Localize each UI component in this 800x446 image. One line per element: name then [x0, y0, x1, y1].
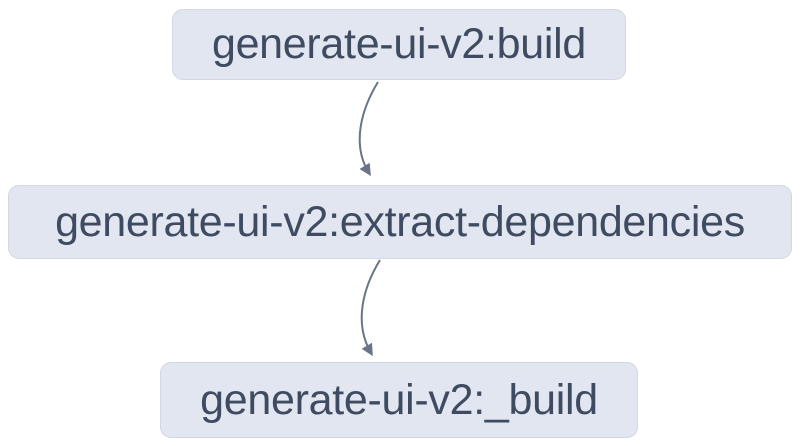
node-generate-ui-v2-underscore-build: generate-ui-v2:_build — [160, 362, 638, 438]
node-label: generate-ui-v2:_build — [200, 375, 598, 424]
edge-build-to-extract-dependencies — [358, 81, 379, 177]
node-label: generate-ui-v2:build — [211, 20, 587, 68]
node-generate-ui-v2-build: generate-ui-v2:build — [172, 9, 626, 80]
node-label: generate-ui-v2:extract-dependencies — [55, 197, 745, 246]
edge-extract-dependencies-to-underscore-build — [360, 259, 381, 357]
node-generate-ui-v2-extract-dependencies: generate-ui-v2:extract-dependencies — [8, 185, 792, 259]
